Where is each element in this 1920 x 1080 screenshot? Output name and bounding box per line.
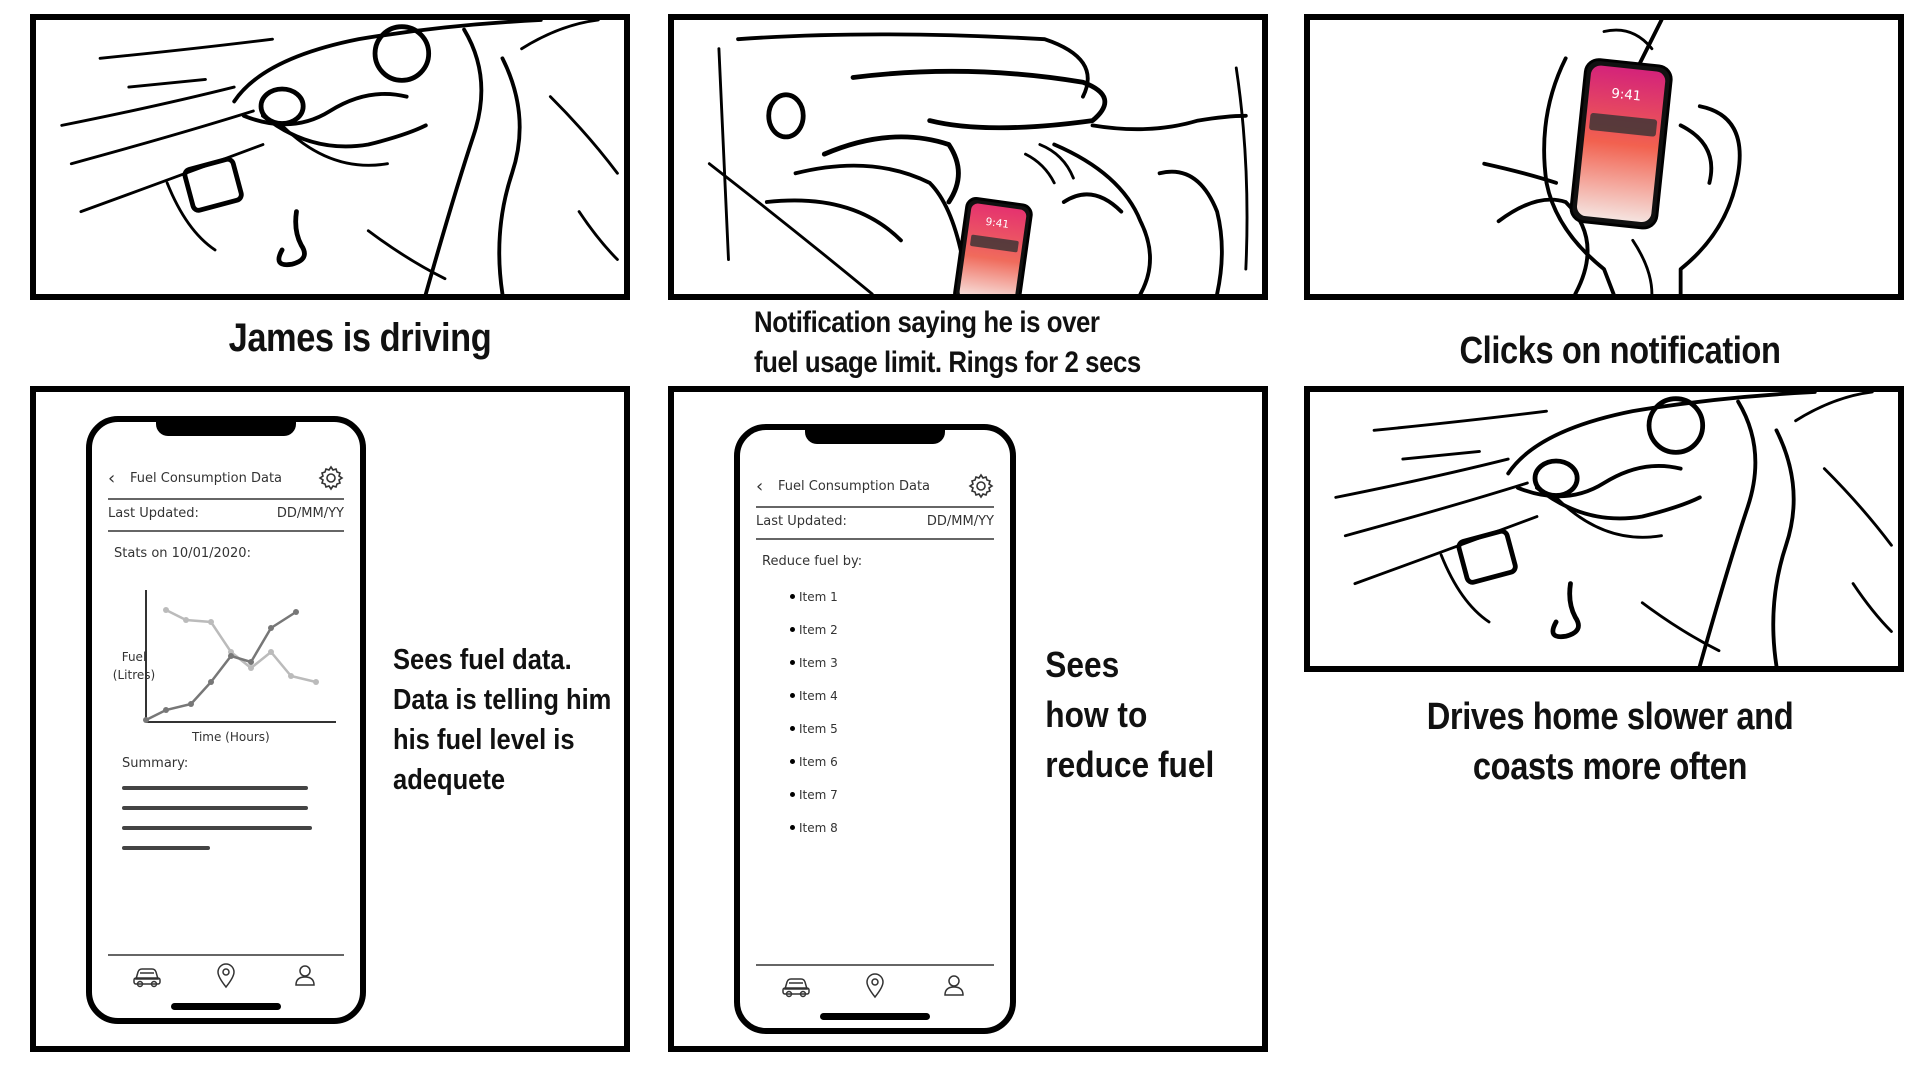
app-title: Fuel Consumption Data: [778, 478, 931, 494]
chart-ylabel-line2: (Litres): [112, 668, 156, 682]
summary-text-line: [122, 846, 210, 850]
caption-panel6-line1: Drives home slower and: [1426, 696, 1794, 738]
panel4-description: Sees fuel data. Data is telling him his …: [393, 636, 617, 804]
phone-mockup-reduce-list: ‹ Fuel Consumption Data Last Updated: DD…: [734, 424, 1016, 1034]
phone-notch: [805, 428, 945, 444]
reduce-fuel-list: Item 1 Item 2 Item 3 Item 4 Item 5 Item …: [790, 580, 838, 844]
panel5-text-line: how to: [1045, 694, 1148, 735]
driving-home-sketch: [1334, 392, 1893, 666]
home-indicator: [820, 1013, 930, 1020]
profile-icon[interactable]: [939, 973, 969, 999]
stats-label: Stats on 10/01/2020:: [114, 546, 251, 561]
last-updated-row: Last Updated: DD/MM/YY: [108, 506, 344, 521]
caption-panel6-line2: coasts more often: [1472, 746, 1748, 788]
panel4-text-line: his fuel level is: [393, 724, 575, 756]
settings-gear-icon[interactable]: [968, 473, 994, 499]
notification-sketch: 9:41: [707, 32, 1249, 294]
hand-phone-sketch: 9:41: [1482, 20, 1742, 294]
caption-panel1: James is driving: [228, 316, 492, 360]
last-updated-row: Last Updated: DD/MM/YY: [756, 514, 994, 529]
caption-panel3: Clicks on notification: [1459, 330, 1781, 372]
row-divider: [108, 530, 344, 532]
last-updated-label: Last Updated:: [108, 506, 199, 521]
chart-series-dark-points: [143, 609, 299, 723]
header-divider: [756, 506, 994, 508]
summary-label: Summary:: [122, 756, 189, 771]
home-indicator: [171, 1003, 281, 1010]
panel5-text-line: Sees: [1045, 644, 1120, 685]
svg-text:9:41: 9:41: [1610, 87, 1642, 105]
phone-mockup-fuel-chart: ‹ Fuel Consumption Data Last Updated: DD…: [86, 416, 366, 1024]
panel4-text-line: adequete: [393, 764, 506, 796]
reduce-fuel-label: Reduce fuel by:: [762, 554, 863, 569]
panel-fuel-data: ‹ Fuel Consumption Data Last Updated: DD…: [30, 386, 630, 1052]
svg-text:9:41: 9:41: [985, 216, 1010, 231]
app-header: ‹ Fuel Consumption Data: [756, 470, 994, 502]
small-phone-notification-icon: 9:41: [953, 197, 1033, 294]
driving-sketch: [60, 20, 619, 294]
last-updated-value: DD/MM/YY: [276, 506, 344, 521]
list-item[interactable]: Item 1: [790, 580, 838, 613]
profile-icon[interactable]: [290, 963, 320, 989]
last-updated-value: DD/MM/YY: [926, 514, 994, 529]
fuel-line-chart: [143, 590, 336, 723]
chart-xlabel: Time (Hours): [192, 730, 270, 744]
panel4-text-line: Data is telling him: [393, 684, 612, 716]
panel5-description: Sees how to reduce fuel: [1040, 634, 1227, 796]
car-icon[interactable]: [781, 973, 811, 999]
back-arrow-icon[interactable]: ‹: [108, 467, 116, 489]
chart-series-light-points: [163, 607, 319, 685]
list-item[interactable]: Item 6: [790, 745, 838, 778]
list-item[interactable]: Item 4: [790, 679, 838, 712]
car-icon[interactable]: [132, 963, 162, 989]
caption-panel2-line1: Notification saying he is over: [754, 306, 1100, 339]
panel-drives-home: [1304, 386, 1904, 672]
location-pin-icon[interactable]: [211, 963, 241, 989]
bottom-tab-bar: [756, 964, 994, 1006]
list-item[interactable]: Item 3: [790, 646, 838, 679]
list-item[interactable]: Item 8: [790, 811, 838, 844]
panel-clicks-notification: 9:41: [1304, 14, 1904, 300]
location-pin-icon[interactable]: [860, 973, 890, 999]
bottom-tab-bar: [108, 954, 344, 996]
app-title: Fuel Consumption Data: [130, 470, 283, 486]
row-divider: [756, 538, 994, 540]
panel4-text-line: Sees fuel data.: [393, 644, 572, 676]
summary-text-line: [122, 786, 308, 790]
panel-james-driving: [30, 14, 630, 300]
back-arrow-icon[interactable]: ‹: [756, 475, 764, 497]
panel-notification: 9:41: [668, 14, 1268, 300]
chart-ylabel-line1: Fuel: [121, 650, 147, 664]
last-updated-label: Last Updated:: [756, 514, 847, 529]
panel5-text-line: reduce fuel: [1045, 744, 1215, 785]
app-header: ‹ Fuel Consumption Data: [108, 462, 344, 494]
large-phone-lockscreen-icon: 9:41: [1569, 58, 1673, 230]
summary-text-line: [122, 826, 312, 830]
chart-series-dark: [145, 610, 297, 722]
caption-panel2-line2: fuel usage limit. Rings for 2 secs: [754, 346, 1141, 379]
summary-text-line: [122, 806, 308, 810]
phone-notch: [156, 420, 296, 436]
list-item[interactable]: Item 7: [790, 778, 838, 811]
header-divider: [108, 498, 344, 500]
list-item[interactable]: Item 5: [790, 712, 838, 745]
list-item[interactable]: Item 2: [790, 613, 838, 646]
settings-gear-icon[interactable]: [318, 465, 344, 491]
